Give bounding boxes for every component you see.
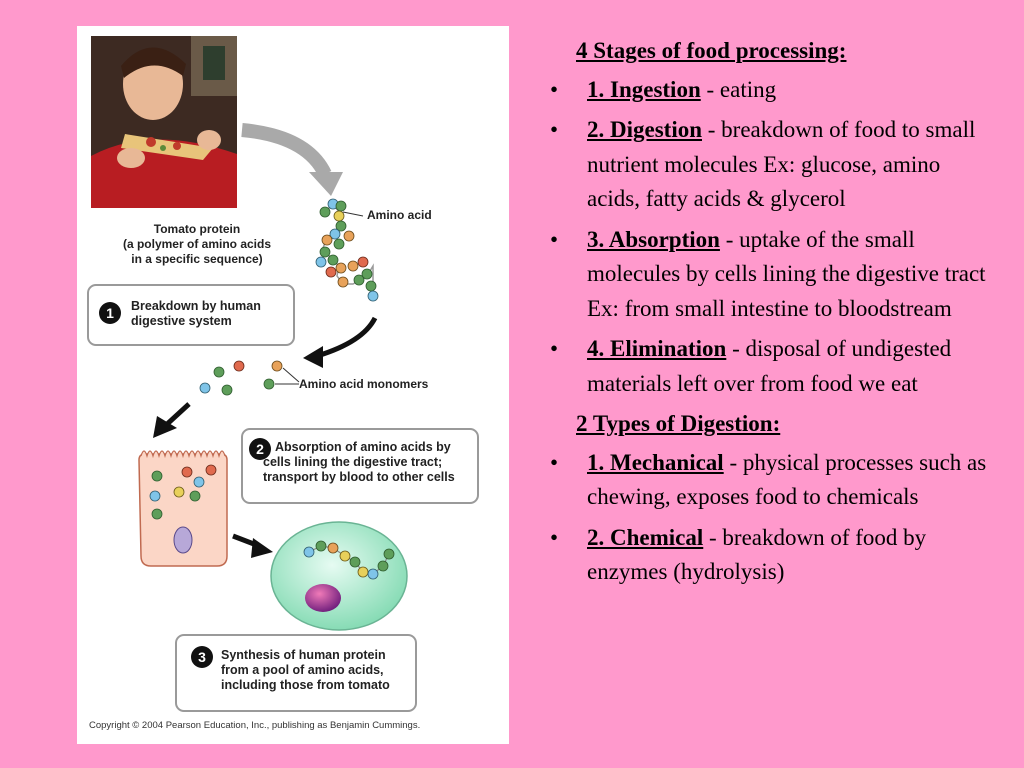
stage-term: 4. Elimination: [587, 336, 727, 361]
stage-desc: - eating: [700, 76, 777, 102]
types-heading: 2 Types of Digestion:: [576, 411, 781, 436]
amino-acid-monomers-label: Amino acid monomers: [299, 377, 429, 391]
bullet-icon: •: [550, 449, 559, 475]
bullet-icon: •: [550, 226, 559, 252]
tomato-protein-line: (a polymer of amino acids: [122, 237, 272, 251]
stage-desc: - disposal of undigested materials left …: [587, 336, 952, 396]
step-line: digestive system: [131, 314, 232, 328]
person-eating-pizza-photo: [91, 36, 237, 208]
body-cell: [270, 521, 408, 631]
copyright-notice: Copyright © 2004 Pearson Education, Inc.…: [89, 720, 421, 731]
tomato-protein-line: in a specific sequence): [131, 252, 263, 266]
step-1-box: 1 Breakdown by human digestive system: [87, 284, 295, 346]
type-term: 1. Mechanical: [587, 449, 724, 475]
step-2-text: Absorption of amino acids by cells linin…: [263, 440, 455, 485]
step-3-number: 3: [191, 646, 213, 668]
amino-acid-monomers: [199, 360, 300, 396]
stage-term: 2. Digestion: [587, 117, 702, 142]
step-1-number: 1: [99, 302, 121, 324]
stage-item: • 2. Digestion - breakdown of food to sm…: [540, 113, 990, 217]
bullet-icon: •: [550, 524, 559, 550]
step-line: Absorption of amino acids by: [275, 440, 451, 454]
step-2-number: 2: [249, 438, 271, 460]
step-line: cells lining the digestive tract;: [263, 455, 443, 469]
tomato-protein-line: Tomato protein: [153, 222, 241, 236]
step-1-text: Breakdown by human digestive system: [131, 299, 261, 329]
stage-item: • 4. Elimination - disposal of undigeste…: [540, 332, 990, 401]
step-line: from a pool of amino acids,: [221, 663, 384, 677]
black-arrow-1: [303, 316, 378, 368]
step-line: Breakdown by human: [131, 299, 261, 313]
bullet-icon: •: [550, 76, 559, 102]
digestion-figure: Amino acid Tomato protein (a polymer of …: [77, 26, 509, 744]
step-3-text: Synthesis of human protein from a pool o…: [221, 648, 390, 693]
diagram-graphics: [138, 123, 408, 631]
bullet-icon: •: [550, 117, 559, 142]
stages-heading: 4 Stages of food processing:: [576, 38, 847, 63]
stage-term: 1. Ingestion: [587, 76, 701, 102]
step-line: including those from tomato: [221, 678, 390, 692]
type-item: • 1. Mechanical - physical processes suc…: [540, 446, 990, 515]
type-term: 2. Chemical: [587, 524, 704, 550]
black-arrow-3: [232, 533, 273, 558]
stage-term: 3. Absorption: [587, 226, 720, 252]
intestinal-cell: [138, 450, 228, 567]
gray-curved-arrow: [241, 123, 343, 196]
stage-desc: - breakdown of food to small nutrient mo…: [587, 117, 976, 211]
black-arrow-2: [153, 402, 191, 438]
type-item: • 2. Chemical - breakdown of food by enz…: [540, 521, 990, 590]
step-line: transport by blood to other cells: [263, 470, 455, 484]
step-3-box: 3 Synthesis of human protein from a pool…: [175, 634, 417, 712]
tomato-protein-chain: [315, 198, 379, 302]
stage-item: • 3. Absorption - uptake of the small mo…: [540, 223, 990, 327]
type-desc: - breakdown of food by enzymes (hydrolys…: [587, 524, 927, 585]
stages-list: • 1. Ingestion - eating • 2. Digestion -…: [540, 73, 990, 402]
tomato-protein-label: Tomato protein (a polymer of amino acids…: [117, 222, 277, 267]
bullet-icon: •: [550, 336, 559, 361]
type-desc: - physical processes such as chewing, ex…: [587, 449, 987, 510]
step-2-box: 2 Absorption of amino acids by cells lin…: [241, 428, 479, 504]
stage-desc: - uptake of the small molecules by cells…: [587, 226, 986, 321]
slide-text: 4 Stages of food processing: • 1. Ingest…: [540, 34, 990, 596]
stage-item: • 1. Ingestion - eating: [540, 73, 990, 108]
amino-acid-label: Amino acid: [367, 208, 432, 222]
step-line: Synthesis of human protein: [221, 648, 386, 662]
types-list: • 1. Mechanical - physical processes suc…: [540, 446, 990, 590]
